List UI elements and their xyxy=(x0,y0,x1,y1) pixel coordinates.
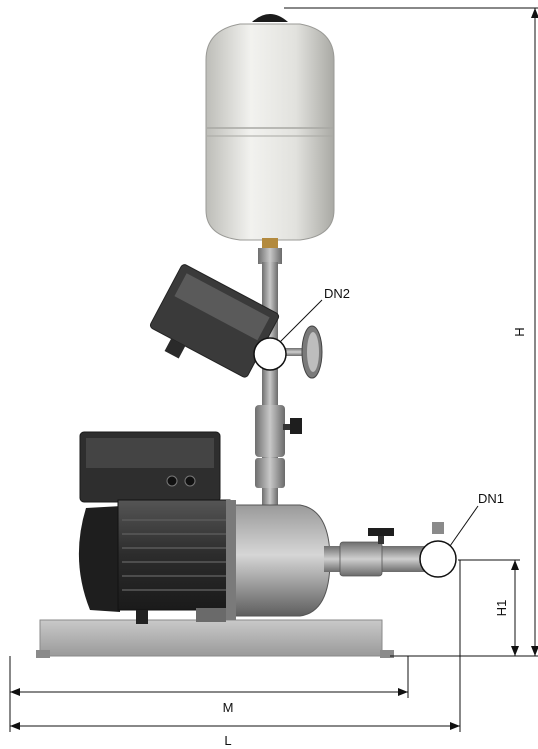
h-label: H xyxy=(512,327,527,336)
expansion-tank xyxy=(205,14,335,248)
dimension-m xyxy=(9,656,409,732)
pressure-gauge xyxy=(284,325,323,379)
dn1-leader-line xyxy=(449,505,479,547)
dn1-label: DN1 xyxy=(478,491,504,506)
discharge-pipe xyxy=(255,248,302,512)
l-label: L xyxy=(224,733,231,748)
dn2-connection xyxy=(253,337,287,371)
electric-motor xyxy=(78,431,231,624)
suction-valve-handle xyxy=(368,528,394,536)
dn2-label: DN2 xyxy=(324,286,350,301)
tank-brass-fitting xyxy=(262,238,278,248)
dn2-leader-line xyxy=(279,299,323,343)
pressure-controller xyxy=(149,264,280,378)
tank-cap xyxy=(252,14,288,22)
dimension-l xyxy=(10,560,461,732)
m-label: M xyxy=(223,700,234,715)
dn1-connection xyxy=(419,540,457,578)
h1-label: H1 xyxy=(494,600,509,617)
base-plate xyxy=(36,619,394,658)
pump-body xyxy=(226,500,331,620)
suction-pipe xyxy=(324,522,444,577)
valve-handle xyxy=(290,418,302,434)
check-valve xyxy=(255,405,285,457)
dimension-h1 xyxy=(458,559,520,656)
